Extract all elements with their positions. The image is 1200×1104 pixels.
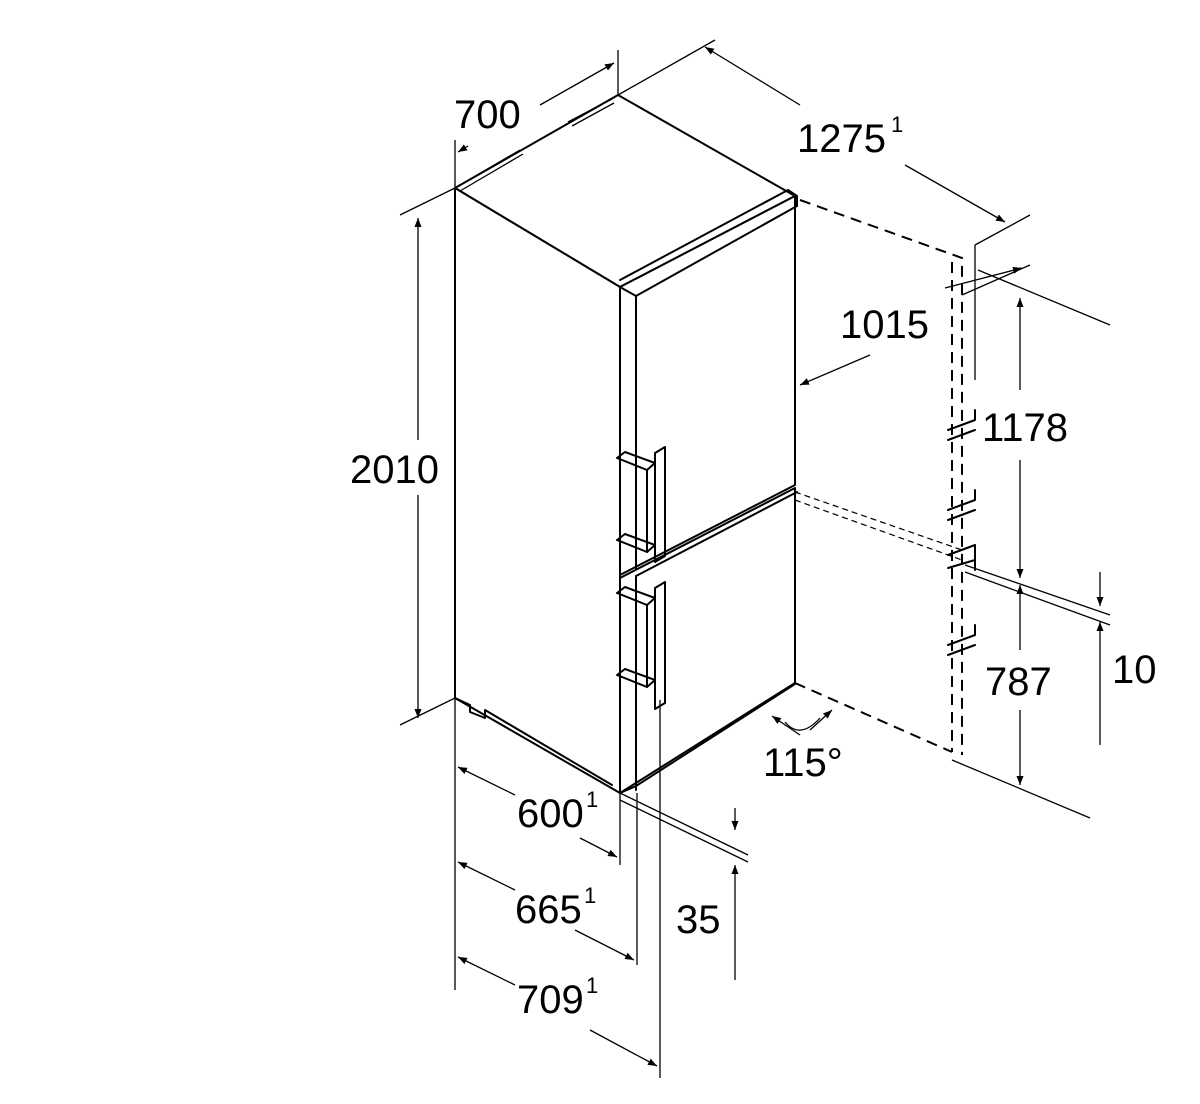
dim-115-arc bbox=[784, 717, 821, 731]
cabinet-plinth bbox=[454, 697, 613, 786]
dimension-lines bbox=[414, 46, 1104, 1067]
label-width-body: 600 bbox=[517, 792, 584, 836]
label-freezer-hinge: 787 bbox=[985, 660, 1052, 704]
extension-lines bbox=[399, 39, 1111, 1078]
dim-665-arrow-right bbox=[574, 929, 635, 961]
label-depth-top: 700 bbox=[454, 93, 521, 137]
dim-600-arrow-left bbox=[457, 766, 516, 796]
handles bbox=[616, 446, 666, 710]
dim-709-arrow-right bbox=[589, 1029, 658, 1067]
label-width-handle-note: 1 bbox=[586, 973, 598, 998]
fridge-door bbox=[619, 195, 796, 576]
label-open-depth: 1275 bbox=[797, 117, 886, 161]
dim-600-arrow-right bbox=[579, 837, 618, 858]
label-width-doors: 665 bbox=[515, 888, 582, 932]
dim-115-arrow-right bbox=[809, 709, 833, 731]
label-width-handle: 709 bbox=[517, 978, 584, 1022]
top-hinge-detail bbox=[454, 98, 615, 192]
fridge-handle bbox=[616, 446, 666, 563]
dim-709-arrow-left bbox=[457, 956, 516, 986]
dim-115-arrow-left bbox=[771, 715, 801, 736]
fridge-door-edge bbox=[619, 205, 798, 571]
label-total-height: 2010 bbox=[350, 448, 439, 492]
dimension-labels: 700 1275 1 1015 2010 1178 787 10 115° 60… bbox=[350, 93, 1157, 1022]
dim-1275-arrow-bottom bbox=[904, 164, 1006, 223]
label-door-angle: 115° bbox=[763, 741, 843, 785]
label-door-clearance: 1015 bbox=[840, 303, 929, 347]
label-open-depth-note: 1 bbox=[891, 112, 903, 137]
dim-665-arrow-left bbox=[457, 861, 516, 891]
dim-1275-arrow-top bbox=[704, 46, 801, 106]
door-top-rim bbox=[619, 189, 798, 281]
label-fridge-hinge: 1178 bbox=[982, 406, 1068, 450]
doors bbox=[619, 189, 798, 794]
label-width-body-note: 1 bbox=[586, 787, 598, 812]
cabinet bbox=[454, 94, 796, 794]
dim-1015-arrow-right bbox=[944, 266, 1023, 289]
label-gap-bottom: 35 bbox=[676, 898, 721, 942]
cabinet-side-face bbox=[454, 187, 621, 794]
freezer-door-bottom bbox=[619, 683, 796, 794]
dim-700-arrow-right bbox=[539, 62, 615, 106]
freezer-handle bbox=[616, 581, 666, 710]
dim-1015-arrow-left bbox=[799, 354, 871, 386]
open-door-outline bbox=[794, 199, 976, 755]
dim-700-arrow-left bbox=[457, 144, 469, 153]
label-width-doors-note: 1 bbox=[584, 883, 596, 908]
label-gap-right: 10 bbox=[1112, 648, 1157, 692]
